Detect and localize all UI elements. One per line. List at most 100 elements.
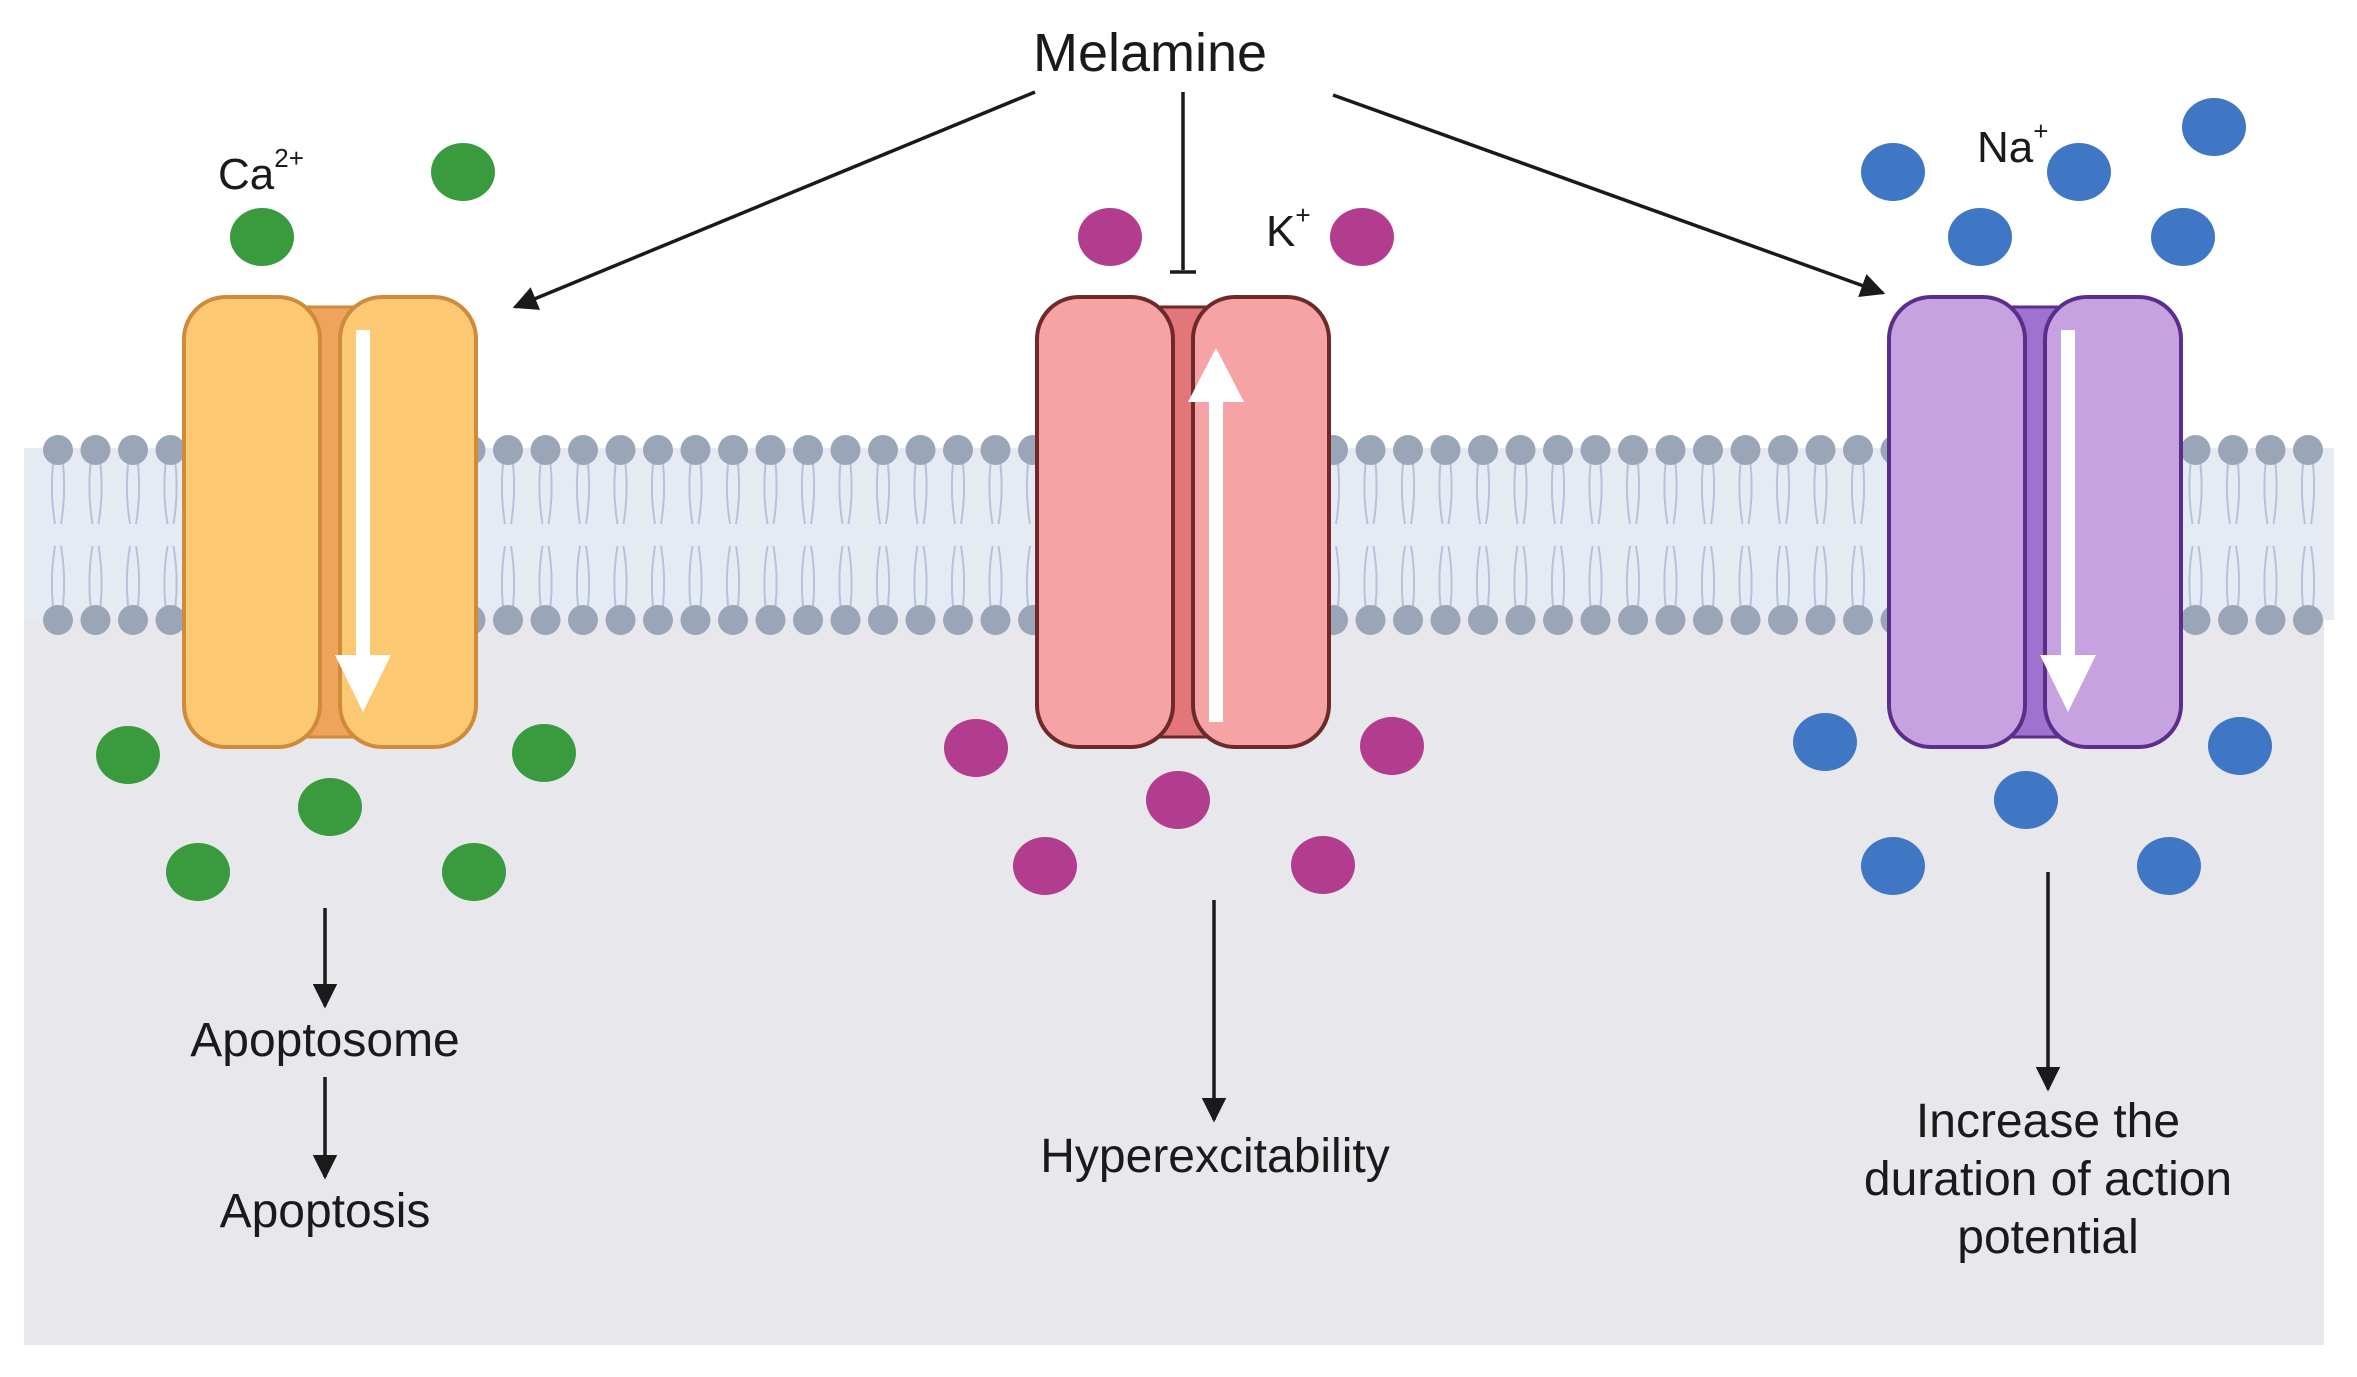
lipid-head <box>1393 605 1423 635</box>
lipid-head <box>1768 605 1798 635</box>
outcome-action-potential-duration: Increase the duration of action potentia… <box>1863 1095 2233 1264</box>
lipid-head <box>755 605 786 635</box>
lipid-tail <box>50 463 66 607</box>
lipid-tail <box>1663 463 1678 607</box>
potassium-channel <box>1035 295 1331 749</box>
lipid-tail <box>125 463 141 607</box>
lipid-head <box>530 435 561 465</box>
lipid-tail <box>650 463 666 607</box>
lipid-head <box>868 435 898 465</box>
lipid-head <box>1805 435 1836 465</box>
calcium-flux-arrow-head <box>335 655 391 712</box>
lipid-head <box>1843 605 1873 635</box>
calcium-ion <box>442 843 506 901</box>
lipid-head <box>43 435 73 465</box>
lipid-head <box>1843 435 1873 465</box>
sodium-ions <box>1793 98 2272 895</box>
arrow-melamine-to-calcium-channel <box>512 90 1036 310</box>
lipid-tail <box>1738 463 1753 607</box>
lipid-head <box>118 435 148 465</box>
lipid-head <box>643 605 673 635</box>
lipid-head <box>1468 435 1498 465</box>
lipid-head <box>2218 605 2248 635</box>
lipid-head <box>2255 435 2286 465</box>
lipid-head <box>1393 435 1423 465</box>
lipid-head <box>868 605 898 635</box>
lipid-tail <box>1363 463 1378 607</box>
sodium-flux-arrow-head <box>2040 655 2096 712</box>
lipid-head <box>1505 435 1536 465</box>
calcium-ion <box>166 843 230 901</box>
lipid-head <box>755 435 786 465</box>
outcome-hyperexcitability: Hyperexcitability <box>1040 1130 1390 1183</box>
lipid-tail <box>1550 463 1566 607</box>
lipid-head <box>1355 605 1386 635</box>
lipid-head <box>118 605 148 635</box>
ion-symbol-sodium: Na <box>1977 123 2034 172</box>
potassium-ion <box>1078 208 1142 266</box>
lipid-tail <box>725 463 741 607</box>
ion-charge-potassium: + <box>1295 200 1311 230</box>
lipid-head <box>1730 605 1761 635</box>
lipid-head <box>680 435 711 465</box>
potassium-ion <box>1291 836 1355 894</box>
outcome-apoptosome: Apoptosome <box>190 1014 460 1067</box>
lipid-tail <box>2188 463 2203 607</box>
ion-symbol-potassium: K <box>1266 207 1296 256</box>
calcium-channel <box>182 295 478 749</box>
ion-charge-calcium: 2+ <box>274 143 304 173</box>
sodium-ion <box>2151 208 2215 266</box>
lipid-head <box>1655 605 1686 635</box>
potassium-ions <box>944 208 1424 895</box>
lipid-head <box>2293 605 2323 635</box>
title-melamine: Melamine <box>1033 23 1268 83</box>
lipid-head <box>568 435 598 465</box>
lipid-head <box>1580 435 1611 465</box>
lipid-head <box>1430 605 1461 635</box>
lipid-head <box>1618 605 1648 635</box>
lipid-head <box>793 435 823 465</box>
ion-label-calcium: Ca2+ <box>218 145 304 200</box>
lipid-head <box>943 605 973 635</box>
lipid-tail <box>163 463 178 607</box>
calcium-channel-subunit-left <box>182 295 322 749</box>
potassium-flux-arrow-head <box>1188 348 1244 402</box>
lipid-tail <box>1513 463 1528 607</box>
potassium-ion <box>1360 717 1424 775</box>
potassium-channel-subunit-left <box>1035 295 1175 749</box>
calcium-ion <box>96 726 160 784</box>
ion-symbol-calcium: Ca <box>218 150 275 199</box>
lipid-head <box>680 605 711 635</box>
lipid-head <box>568 605 598 635</box>
lipid-tail <box>1813 463 1828 607</box>
lipid-tail <box>88 463 103 607</box>
lipid-head <box>643 435 673 465</box>
potassium-ion <box>1330 208 1394 266</box>
lipid-head <box>718 435 748 465</box>
lipid-head <box>1618 435 1648 465</box>
lipid-head <box>1468 605 1498 635</box>
potassium-ion <box>1013 837 1077 895</box>
sodium-ion <box>2182 98 2246 156</box>
lipid-head <box>80 605 111 635</box>
lipid-tail <box>1588 463 1603 607</box>
calcium-channel-subunit-right <box>338 295 478 749</box>
sodium-flux-arrow-shaft <box>2061 330 2075 660</box>
sodium-ion <box>1948 208 2012 266</box>
lipid-tail <box>875 463 891 607</box>
lipid-head <box>43 605 73 635</box>
lipid-tail <box>1475 463 1491 607</box>
lipid-head <box>1693 605 1723 635</box>
lipid-head <box>2218 435 2248 465</box>
lipid-head <box>2180 435 2211 465</box>
lipid-tail <box>913 463 928 607</box>
lipid-tail <box>688 463 703 607</box>
lipid-head <box>1505 605 1536 635</box>
lipid-tail <box>2225 463 2241 607</box>
melamine-arrows <box>512 90 1886 310</box>
lipid-tail <box>2263 463 2278 607</box>
lipid-head <box>1543 605 1573 635</box>
calcium-ions <box>96 143 576 901</box>
calcium-ion <box>431 143 495 201</box>
